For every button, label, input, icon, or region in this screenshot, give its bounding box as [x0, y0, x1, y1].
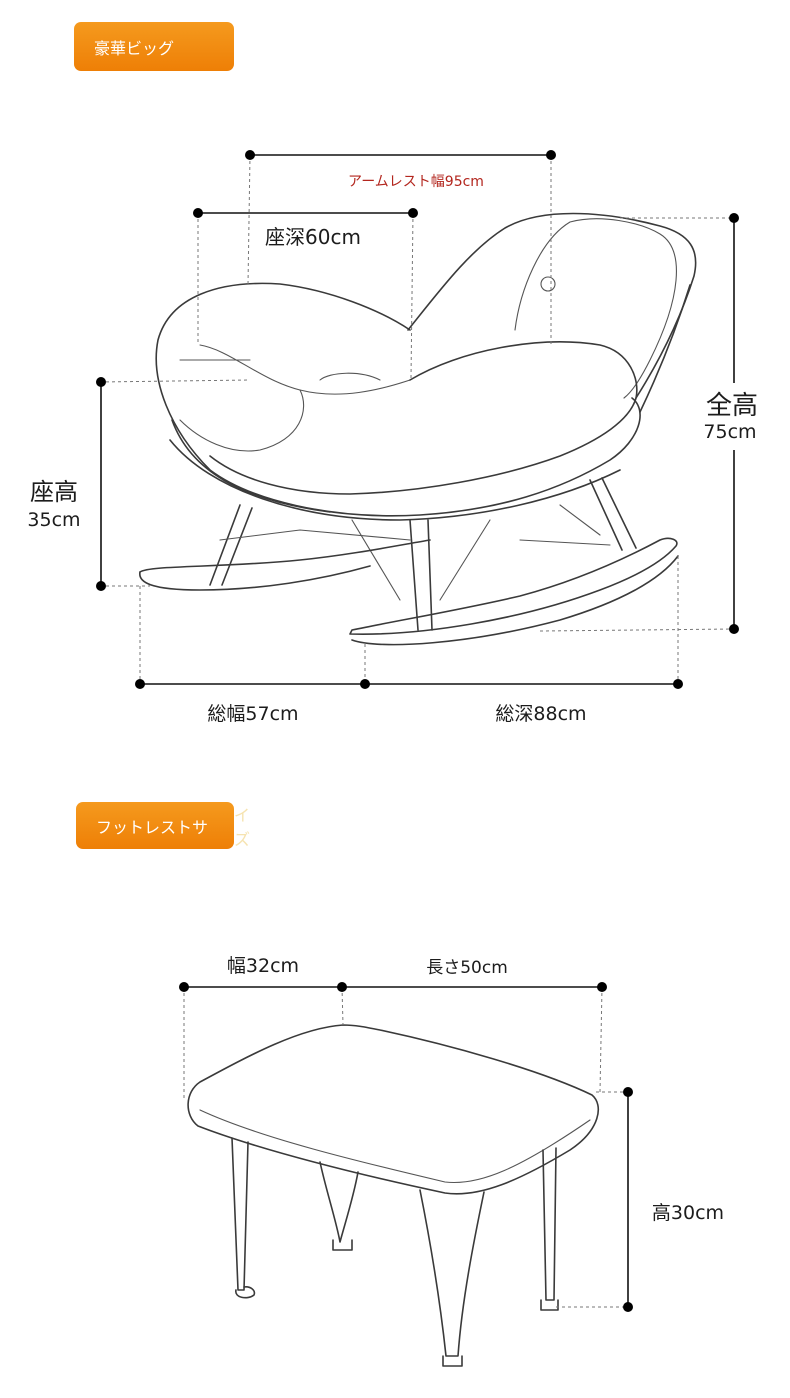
total-height-value: 75cm — [703, 421, 756, 443]
section-tag-deluxe-big: 豪華ビッグ — [74, 22, 234, 71]
total-height-dimension: 全高 75cm — [703, 213, 758, 634]
seat-height-dimension: 座高 35cm — [27, 377, 106, 591]
seat-depth-label: 座深60cm — [265, 225, 361, 249]
chair-dimension-guides — [99, 154, 735, 684]
rocking-chair-illustration — [139, 212, 697, 646]
total-width-label: 総幅57cm — [207, 703, 298, 725]
armrest-width-dimension: アームレスト幅95cm — [245, 150, 556, 190]
footrest-width-length-dimension: 幅32cm 長さ50cm — [179, 955, 607, 992]
section-tag-label: フットレストサ — [96, 817, 209, 837]
footrest-illustration — [187, 1024, 600, 1367]
section-tag-label: 豪華ビッグ — [94, 38, 175, 58]
section-tag-footrest-size: フットレストサ イズ — [76, 802, 250, 849]
total-depth-label: 総深88cm — [495, 703, 586, 725]
seat-depth-dimension: 座深60cm — [193, 208, 418, 249]
total-width-depth-dimension: 総幅57cm 総深88cm — [135, 679, 683, 725]
footrest-height-dimension: 高30cm — [623, 1087, 724, 1312]
footrest-width-label: 幅32cm — [227, 955, 299, 977]
section-tag-faded-label: イズ — [234, 805, 251, 849]
seat-height-value: 35cm — [27, 509, 80, 531]
footrest-height-label: 高30cm — [652, 1202, 724, 1224]
armrest-width-label: アームレスト幅95cm — [348, 174, 484, 190]
seat-height-label: 座高 — [30, 478, 78, 506]
footrest-dimension-guides — [183, 986, 628, 1308]
footrest-length-label: 長さ50cm — [426, 958, 508, 978]
total-height-label: 全高 — [706, 391, 758, 421]
